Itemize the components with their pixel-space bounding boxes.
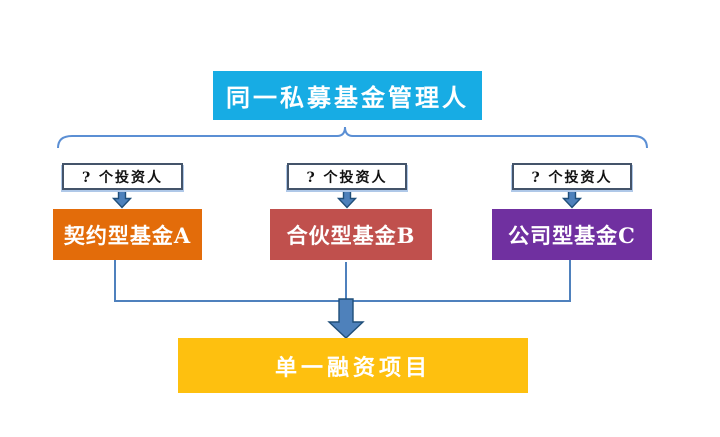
fund-node-c-label: 公司型基金C bbox=[508, 222, 636, 248]
root-node-label: 同一私募基金管理人 bbox=[226, 83, 469, 112]
investor-node-c: ? 个投资人 bbox=[512, 163, 632, 190]
down-arrow-icon-branch-0 bbox=[111, 190, 133, 209]
project-node-label: 单一融资项目 bbox=[274, 354, 431, 381]
project-node-financing: 单一融资项目 bbox=[178, 338, 528, 393]
merge-arrow-icon bbox=[327, 298, 365, 339]
investor-node-a-label: ? 个投资人 bbox=[81, 169, 164, 186]
fund-node-a-label: 契约型基金A bbox=[63, 222, 192, 248]
root-node-fund-manager: 同一私募基金管理人 bbox=[213, 71, 482, 120]
investor-node-b: ? 个投资人 bbox=[287, 163, 407, 190]
down-arrow-icon-branch-2 bbox=[561, 190, 583, 209]
merge-connector-lines bbox=[114, 260, 571, 302]
fund-node-b-label: 合伙型基金B bbox=[286, 222, 416, 248]
fund-node-partnership-b: 合伙型基金B bbox=[270, 209, 432, 260]
grouping-brace bbox=[57, 126, 648, 149]
down-arrow-icon-branch-1 bbox=[336, 190, 358, 209]
investor-node-b-label: ? 个投资人 bbox=[306, 169, 388, 186]
investor-node-a: ? 个投资人 bbox=[62, 163, 183, 190]
investor-node-c-label: ? 个投资人 bbox=[531, 169, 613, 186]
fund-node-company-c: 公司型基金C bbox=[492, 209, 652, 260]
fund-node-contract-a: 契约型基金A bbox=[53, 209, 202, 260]
